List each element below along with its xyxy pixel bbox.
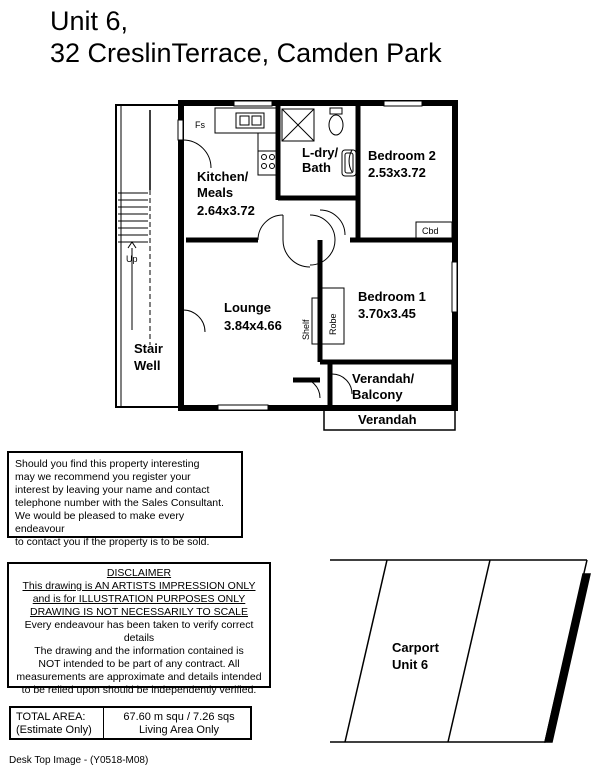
disclaimer-line: Every endeavour has been taken to verify…	[24, 619, 254, 644]
kitchen-label-1: Kitchen/	[197, 169, 249, 184]
verandah-balcony-label-2: Balcony	[352, 387, 403, 402]
disclaimer-line: and is for ILLUSTRATION PURPOSES ONLY	[32, 593, 246, 605]
disclaimer-line: The drawing and the information containe…	[34, 645, 244, 657]
outer-walls	[178, 100, 458, 411]
bedroom1-label: Bedroom 1	[358, 289, 426, 304]
lounge-size: 3.84x4.66	[224, 318, 282, 333]
interest-notice: Should you find this property interestin…	[7, 451, 243, 548]
disclaimer-line: This drawing is AN ARTISTS IMPRESSION ON…	[22, 580, 256, 592]
cbd-label: Cbd	[422, 226, 439, 236]
disclaimer-line: NOT intended to be part of any contract.…	[38, 658, 240, 670]
notice-line: interest by leaving your name and contac…	[15, 484, 210, 496]
up-label: Up	[126, 254, 138, 264]
area-divider	[103, 708, 104, 738]
stairwell-label-1: Stair	[134, 341, 163, 356]
disclaimer-line: to be relied upon should be independentl…	[21, 684, 257, 696]
estimate-label: (Estimate Only)	[16, 724, 92, 736]
kitchen-label-2: Meals	[197, 185, 233, 200]
verandah-balcony-label-1: Verandah/	[352, 371, 415, 386]
verandah-label: Verandah	[358, 412, 417, 427]
notice-line: may we recommend you register your	[15, 471, 191, 483]
carport	[330, 559, 591, 743]
kitchen-size: 2.64x3.72	[197, 203, 255, 218]
shelf-label: Shelf	[301, 319, 311, 340]
doors	[182, 139, 353, 399]
footer-reference: Desk Top Image - (Y0518-M08)	[9, 755, 149, 766]
bedroom2-label: Bedroom 2	[368, 148, 436, 163]
lounge-label: Lounge	[224, 300, 271, 315]
storage-fixtures	[311, 221, 453, 345]
bedroom2-size: 2.53x3.72	[368, 165, 426, 180]
laundry-label-2: Bath	[302, 160, 331, 175]
notice-line: telephone number with the Sales Consulta…	[15, 497, 224, 509]
fs-label: Fs	[195, 120, 205, 130]
address-line-1: Unit 6,	[50, 6, 129, 36]
total-area-values: 67.60 m squ / 7.26 sqs Living Area Only	[109, 711, 249, 737]
notice-line: Should you find this property interestin…	[15, 458, 200, 470]
disclaimer-line: measurements are approximate and details…	[16, 671, 262, 683]
windows	[177, 100, 458, 411]
total-area-labels: TOTAL AREA: (Estimate Only)	[16, 711, 102, 737]
kitchen-fixtures	[214, 107, 279, 176]
notice-line: We would be pleased to make every endeav…	[15, 510, 185, 535]
verandah-area	[323, 362, 456, 431]
disclaimer-heading: DISCLAIMER	[106, 567, 172, 579]
stairwell-label-2: Well	[134, 358, 161, 373]
total-area-box: TOTAL AREA: (Estimate Only) 67.60 m squ …	[9, 706, 252, 740]
notice-line: to contact you if the property is to be …	[15, 536, 210, 548]
bedroom1-size: 3.70x3.45	[358, 306, 416, 321]
total-area-value: 67.60 m squ / 7.26 sqs	[123, 711, 235, 723]
living-area-note: Living Area Only	[138, 724, 220, 736]
robe-label: Robe	[328, 313, 338, 335]
disclaimer-line: DRAWING IS NOT NECESSARILY TO SCALE	[29, 606, 249, 618]
laundry-label-1: L-dry/	[302, 145, 339, 160]
address-line-2: 32 CreslinTerrace, Camden Park	[50, 38, 442, 68]
bath-fixtures	[281, 107, 357, 177]
carport-label-1: Carport	[392, 640, 440, 655]
disclaimer-box: DISCLAIMER This drawing is AN ARTISTS IM…	[7, 562, 271, 696]
total-area-label: TOTAL AREA:	[16, 711, 86, 723]
carport-label-2: Unit 6	[392, 657, 428, 672]
